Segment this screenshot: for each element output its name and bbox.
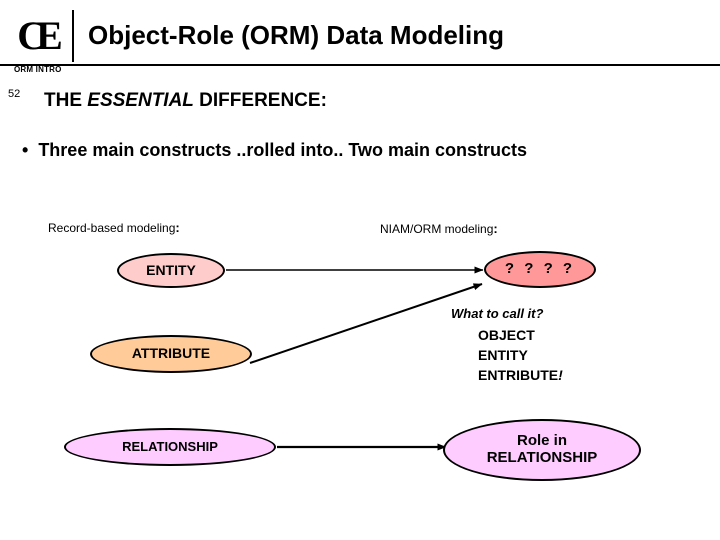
- node-attribute-label: ATTRIBUTE: [131, 345, 211, 362]
- bullet-marker-icon: •: [22, 140, 29, 160]
- section-title-suffix: DIFFERENCE:: [193, 90, 327, 111]
- node-relationship[interactable]: RELATIONSHIP: [64, 428, 276, 466]
- node-role-line2: RELATIONSHIP: [486, 449, 598, 466]
- header-subtitle: ORM INTRO: [14, 65, 62, 74]
- page-title: Object-Role (ORM) Data Modeling: [88, 20, 504, 50]
- section-title: THE ESSENTIAL DIFFERENCE:: [44, 90, 327, 112]
- callout-option-object: OBJECT: [478, 327, 535, 343]
- column-label-record-based-text: Record-based modeling: [48, 221, 176, 235]
- callout-option-entribute-bang: !: [558, 366, 563, 383]
- node-role-in-relationship-label: Role in RELATIONSHIP: [486, 432, 598, 467]
- callout-options: OBJECT ENTITY ENTRIBUTE!: [478, 326, 563, 386]
- callout-option-entity: ENTITY: [478, 346, 528, 363]
- column-label-record-based: Record-based modeling:: [48, 220, 180, 235]
- bullet-text: Three main constructs ..rolled into.. Tw…: [38, 140, 528, 160]
- node-role-line1: Role in: [516, 432, 567, 450]
- slide-header: CE Object-Role (ORM) Data Modeling ORM I…: [0, 0, 720, 74]
- header-divider: [0, 64, 720, 66]
- node-question-marks-label: ? ? ? ?: [504, 260, 576, 278]
- ce-monogram-logo: CE: [8, 10, 74, 62]
- node-attribute[interactable]: ATTRIBUTE: [90, 335, 252, 373]
- logo-glyph-text: CE: [17, 13, 62, 58]
- bullet-item: • Three main constructs ..rolled into.. T…: [22, 140, 527, 161]
- page-number: 52: [8, 88, 21, 100]
- node-entity[interactable]: ENTITY: [117, 253, 225, 288]
- column-label-niam-orm-colon: :: [493, 221, 498, 236]
- connector-attribute-to-question: [249, 283, 483, 364]
- callout-option-entribute: ENTRIBUTE!: [478, 366, 563, 386]
- node-role-in-relationship[interactable]: Role in RELATIONSHIP: [443, 419, 641, 481]
- column-label-record-based-colon: :: [175, 220, 180, 235]
- node-question-marks[interactable]: ? ? ? ?: [484, 251, 596, 288]
- node-entity-label: ENTITY: [146, 261, 196, 278]
- callout-question: What to call it?: [451, 306, 544, 321]
- naming-callout: What to call it? OBJECT ENTITY ENTRIBUTE…: [451, 306, 563, 386]
- section-title-emphasis: ESSENTIAL: [87, 90, 194, 111]
- column-label-niam-orm: NIAM/ORM modeling:: [380, 221, 498, 236]
- section-title-prefix: THE: [44, 90, 88, 111]
- column-label-niam-orm-text: NIAM/ORM modeling: [380, 222, 494, 236]
- callout-option-entribute-text: ENTRIBUTE: [478, 366, 559, 383]
- node-relationship-label: RELATIONSHIP: [122, 438, 218, 454]
